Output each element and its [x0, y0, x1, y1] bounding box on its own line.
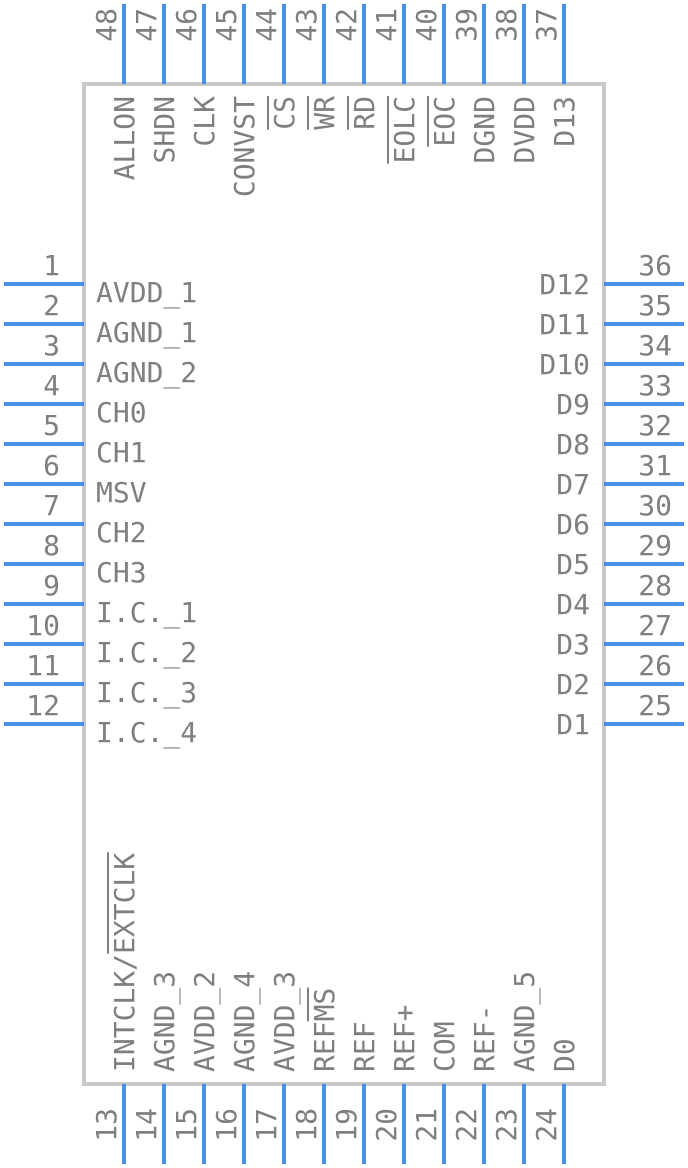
pin-number: 44: [250, 8, 283, 42]
pin-number: 1: [43, 249, 60, 282]
pin-label: D5: [556, 548, 590, 581]
pin-number: 4: [43, 369, 60, 402]
pin-number: 45: [210, 8, 243, 42]
pin-label: AGND_4: [228, 971, 262, 1072]
pin-number: 7: [43, 489, 60, 522]
pin-label: EOLC: [388, 96, 421, 163]
pin-number: 29: [638, 529, 672, 562]
pin-number: 16: [210, 1108, 243, 1142]
pin-number: 23: [490, 1108, 523, 1142]
pin-number: 3: [43, 329, 60, 362]
pin-number: 41: [370, 8, 403, 42]
pin-number: 30: [638, 489, 672, 522]
pin-number: 12: [26, 689, 60, 722]
pin-number: 8: [43, 529, 60, 562]
pin-number: 14: [130, 1108, 163, 1142]
pin-label: CH3: [96, 556, 147, 589]
pin-number: 26: [638, 649, 672, 682]
pin-label: D9: [556, 388, 590, 421]
pin-label: AGND_5: [508, 971, 542, 1072]
pin-label: CH2: [96, 516, 147, 549]
pin-label: AVDD_2: [188, 971, 222, 1072]
pin-label: INTCLK/EXTCLK: [108, 853, 141, 1072]
pin-number: 34: [638, 329, 672, 362]
pin-number: 19: [330, 1108, 363, 1142]
ic-body: [82, 82, 606, 1086]
pin-number: 38: [490, 8, 523, 42]
pin-number: 46: [170, 8, 203, 42]
pin-number: 5: [43, 409, 60, 442]
pin-number: 37: [530, 8, 563, 42]
pin-label: REF-: [468, 1005, 501, 1072]
pin-number: 15: [170, 1108, 203, 1142]
pin-number: 25: [638, 689, 672, 722]
pin-label: COM: [428, 1021, 461, 1072]
pin-label: CH1: [96, 436, 147, 469]
pin-number: 13: [90, 1108, 123, 1142]
pin-label: CLK: [188, 96, 221, 147]
pin-label: REF: [348, 1021, 381, 1072]
pin-label: D11: [539, 308, 590, 341]
pin-number: 35: [638, 289, 672, 322]
pin-label: DGND: [468, 96, 501, 163]
pin-number: 47: [130, 8, 163, 42]
pin-number: 2: [43, 289, 60, 322]
pin-label: I.C._3: [96, 676, 197, 710]
pin-label: D13: [548, 96, 581, 147]
pin-label: EOC: [428, 96, 461, 147]
pin-label: REF+: [388, 1005, 421, 1072]
pin-number: 32: [638, 409, 672, 442]
pin-number: 43: [290, 8, 323, 42]
pin-label: REFMS: [308, 988, 341, 1072]
pin-label: AGND_2: [96, 356, 197, 390]
pin-number: 27: [638, 609, 672, 642]
pin-label: D6: [556, 508, 590, 541]
pin-number: 9: [43, 569, 60, 602]
pin-label: RD: [348, 96, 381, 130]
pin-label: I.C._2: [96, 636, 197, 670]
pin-number: 10: [26, 609, 60, 642]
pin-number: 36: [638, 249, 672, 282]
pin-label: D8: [556, 428, 590, 461]
pin-label: I.C._1: [96, 596, 197, 630]
pin-label: MSV: [96, 476, 147, 509]
pin-number: 20: [370, 1108, 403, 1142]
pin-label: AVDD_3: [268, 971, 302, 1072]
pin-label: SHDN: [148, 96, 181, 163]
pin-number: 17: [250, 1108, 283, 1142]
pin-number: 11: [26, 649, 60, 682]
pin-label: AGND_1: [96, 316, 197, 350]
pin-label: WR: [308, 96, 341, 130]
pin-label: ALLON: [108, 96, 141, 180]
pin-label: D10: [539, 348, 590, 381]
pin-number: 33: [638, 369, 672, 402]
pin-label: D2: [556, 668, 590, 701]
pin-label: CS: [268, 96, 301, 130]
pin-number: 31: [638, 449, 672, 482]
pin-label: CONVST: [228, 96, 261, 197]
pin-label: D3: [556, 628, 590, 661]
pin-number: 48: [90, 8, 123, 42]
pin-number: 6: [43, 449, 60, 482]
pin-label: D12: [539, 268, 590, 301]
pin-number: 42: [330, 8, 363, 42]
pin-label: D7: [556, 468, 590, 501]
pin-label: D4: [556, 588, 590, 621]
pin-label: CH0: [96, 396, 147, 429]
pin-label: AGND_3: [148, 971, 182, 1072]
pin-number: 21: [410, 1108, 443, 1142]
pin-number: 24: [530, 1108, 563, 1142]
pin-number: 22: [450, 1108, 483, 1142]
pin-number: 28: [638, 569, 672, 602]
pin-label: D0: [548, 1038, 581, 1072]
pin-label: D1: [556, 708, 590, 741]
pin-label: AVDD_1: [96, 276, 197, 310]
pin-number: 40: [410, 8, 443, 42]
pin-label: I.C._4: [96, 716, 197, 750]
pin-label: DVDD: [508, 96, 541, 163]
pin-number: 18: [290, 1108, 323, 1142]
pin-number: 39: [450, 8, 483, 42]
